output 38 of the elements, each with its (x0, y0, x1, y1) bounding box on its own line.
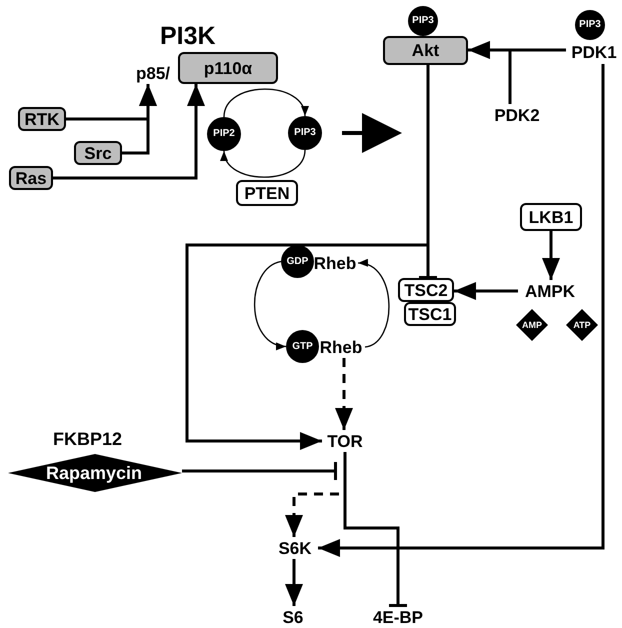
protein-box: Akt (383, 36, 468, 65)
protein-box: RTK (18, 107, 66, 131)
arrow (222, 150, 306, 178)
protein-label: AMPK (518, 280, 582, 302)
protein-box: LKB1 (520, 203, 582, 231)
protein-box: Src (74, 141, 122, 165)
complex-label: PI3K (160, 24, 216, 49)
inhibition-line (344, 452, 407, 607)
protein-label: p85/ (128, 62, 178, 84)
protein-label: S6K (272, 537, 318, 559)
arrow (454, 282, 518, 300)
protein-label: TOR (322, 430, 368, 452)
molecule-diamond: AMP (516, 309, 548, 341)
protein-label: S6 (276, 606, 310, 628)
protein-box: PTEN (236, 180, 298, 206)
protein-label: FKBP12 (53, 430, 122, 448)
arrow (358, 260, 390, 348)
inhibition-line (182, 462, 337, 480)
arrow (335, 358, 353, 430)
arrow (254, 260, 286, 349)
protein-label: Rheb (317, 336, 365, 358)
arrow (318, 64, 604, 557)
protein-box: TSC2 (398, 278, 454, 302)
protein-box: p110α (178, 52, 278, 84)
protein-label: 4E-BP (366, 606, 430, 628)
protein-box: TSC1 (404, 302, 456, 326)
arrow (542, 231, 560, 280)
protein-label: Rheb (312, 252, 358, 274)
protein-box: Ras (9, 166, 53, 190)
arrow (285, 559, 303, 606)
arrow (122, 84, 157, 154)
arrow (223, 88, 308, 118)
arrow (53, 84, 205, 180)
protein-label: PDK1 (566, 40, 622, 64)
protein-label: PDK2 (486, 104, 548, 126)
arrow (468, 41, 512, 104)
drug-label: Rapamycin (46, 464, 142, 482)
molecule-diamond: ATP (566, 309, 598, 341)
